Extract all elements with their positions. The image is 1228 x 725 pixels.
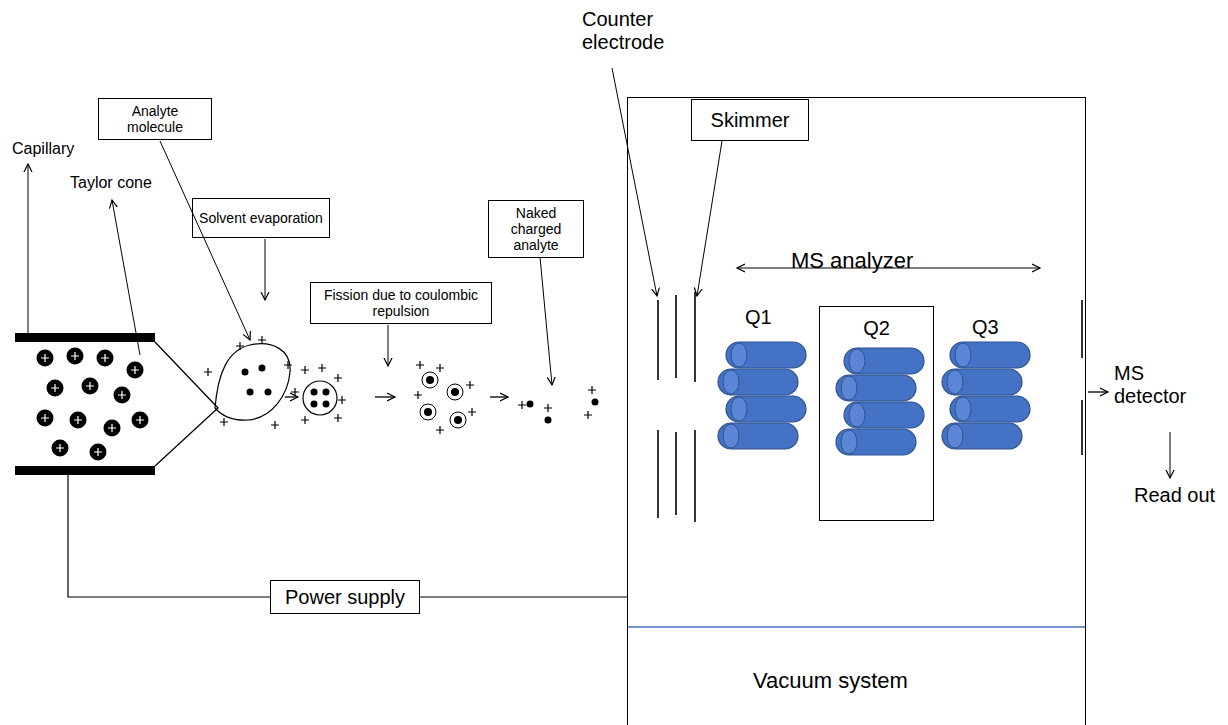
callout-box: Analyte molecule: [98, 98, 212, 140]
droplet: [303, 381, 337, 415]
part-label: Read out: [1134, 484, 1215, 507]
part-label: Counter electrode: [582, 8, 677, 54]
connector: [420, 596, 627, 597]
callout-box: Fission due to coulombic repulsion: [310, 282, 492, 324]
power-supply-box: Power supply: [270, 580, 420, 614]
part-label: MS detector: [1114, 362, 1214, 408]
power-wire: [68, 475, 270, 597]
leader-lines: [28, 68, 722, 385]
electrode-plates: [658, 292, 1082, 522]
charged-analyte-dots: [37, 348, 149, 461]
quadrupole-rods: [718, 342, 1030, 455]
charge-signs: [204, 336, 596, 434]
fission-droplets: [420, 372, 466, 428]
node-text: Power supply: [285, 586, 405, 609]
node-text: Solvent evaporation: [199, 210, 323, 226]
taylor-cone: [155, 342, 218, 466]
node-text: Q2: [863, 317, 890, 340]
quadrupole-label: Q3: [972, 316, 999, 339]
process-arrows: [285, 396, 508, 397]
ms-housing: MS analyzerVacuum system SkimmerQ2: [627, 97, 1086, 725]
droplet: [215, 344, 290, 420]
vacuum-divider: [628, 626, 1085, 627]
callout-box: Naked charged analyte: [488, 200, 584, 258]
part-label: Capillary: [12, 140, 74, 158]
part-label: Taylor cone: [70, 174, 152, 192]
node-text: Analyte molecule: [105, 103, 205, 135]
capillary-wall: [15, 333, 155, 342]
node-text: Fission due to coulombic repulsion: [317, 287, 485, 319]
analyte-dots: [242, 365, 599, 424]
readout-arrow: [1170, 432, 1171, 478]
quadrupole-box: Q2: [819, 306, 934, 521]
node-text: Skimmer: [711, 109, 790, 132]
node-text: Naked charged analyte: [495, 205, 577, 253]
node-text: Vacuum system: [753, 668, 908, 694]
ion-arrow: [1088, 391, 1108, 392]
capillary-wall: [15, 466, 155, 475]
skimmer-box: Skimmer: [691, 99, 809, 141]
quadrupole-label: Q1: [745, 306, 772, 329]
callout-box: Solvent evaporation: [192, 198, 330, 238]
node-text: MS analyzer: [791, 248, 913, 274]
